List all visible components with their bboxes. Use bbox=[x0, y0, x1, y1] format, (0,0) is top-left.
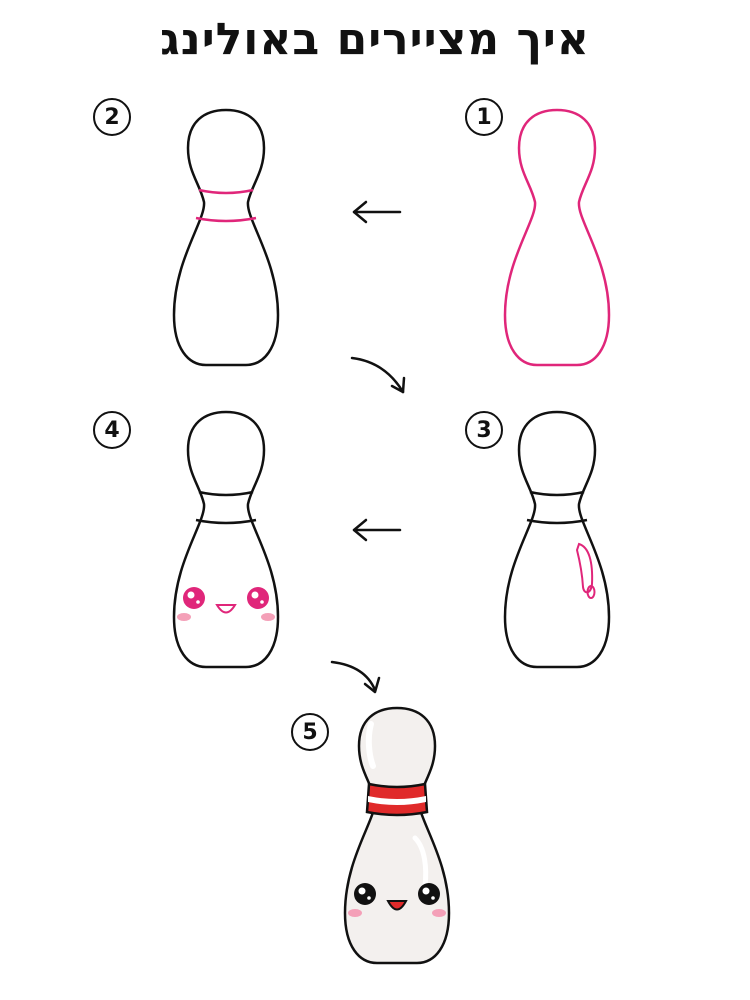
body-shine bbox=[412, 835, 429, 889]
right-cheek bbox=[432, 909, 446, 917]
mouth bbox=[215, 604, 237, 614]
left-eye bbox=[183, 587, 205, 609]
mouth bbox=[386, 900, 408, 911]
white-stripe bbox=[368, 796, 426, 805]
step-1-pin bbox=[503, 108, 611, 367]
arrow-curved-down-icon bbox=[330, 660, 381, 694]
pin-outline bbox=[343, 706, 451, 965]
stripe-guide-bottom bbox=[195, 216, 257, 223]
left-cheek bbox=[177, 613, 191, 621]
stripe-guide-top bbox=[198, 188, 254, 195]
step-number-badge: 3 bbox=[465, 411, 503, 449]
stripe-bottom bbox=[195, 518, 257, 525]
pin-guide-outline bbox=[503, 108, 611, 367]
pin-outline bbox=[172, 410, 280, 669]
head-shine bbox=[365, 721, 376, 769]
step-4-pin bbox=[172, 410, 280, 669]
stripe-top bbox=[529, 490, 585, 497]
stripe-bottom bbox=[526, 518, 588, 525]
pin-outline bbox=[172, 108, 280, 367]
step-number-badge: 2 bbox=[93, 98, 131, 136]
step-5-pin bbox=[343, 706, 451, 965]
left-cheek bbox=[348, 909, 362, 917]
shine-dot-guide bbox=[586, 585, 596, 599]
right-eye bbox=[247, 587, 269, 609]
arrow-left-icon bbox=[352, 518, 402, 542]
stripe-top bbox=[198, 490, 254, 497]
step-number-badge: 5 bbox=[291, 713, 329, 751]
step-number-badge: 1 bbox=[465, 98, 503, 136]
face-guide bbox=[177, 587, 275, 621]
step-number-badge: 4 bbox=[93, 411, 131, 449]
arrow-left-icon bbox=[352, 200, 402, 224]
step-2-pin bbox=[172, 108, 280, 367]
pin-outline bbox=[503, 410, 611, 669]
right-eye bbox=[418, 883, 440, 905]
page-title: איך מציירים באולינג bbox=[160, 14, 590, 65]
left-eye bbox=[354, 883, 376, 905]
step-3-pin bbox=[503, 410, 611, 669]
arrow-curved-down-icon bbox=[350, 356, 406, 394]
right-cheek bbox=[261, 613, 275, 621]
